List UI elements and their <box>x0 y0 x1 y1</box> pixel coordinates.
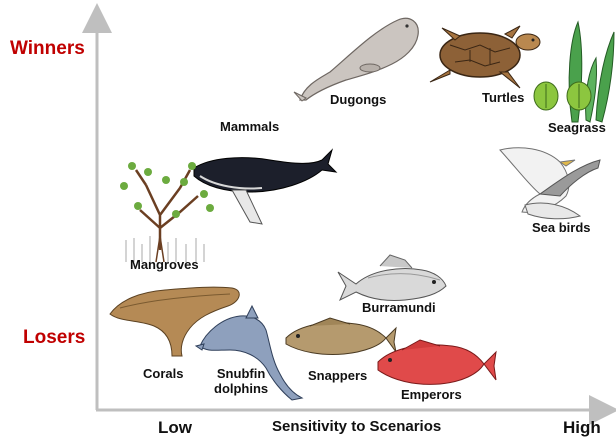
seagrass-label: Seagrass <box>548 121 606 136</box>
dugongs-label: Dugongs <box>330 93 386 108</box>
emperor-icon <box>378 340 496 384</box>
x-axis-low-label: Low <box>158 418 192 438</box>
winners-label: Winners <box>10 38 85 60</box>
snapper-icon <box>286 318 396 355</box>
snappers-label: Snappers <box>308 369 367 384</box>
losers-label: Losers <box>23 327 85 349</box>
snubfin-label-line1: Snubfin <box>214 367 268 382</box>
barramundi-icon <box>338 255 446 301</box>
seabirds-label: Sea birds <box>532 221 591 236</box>
whale-icon <box>194 150 336 224</box>
corals-label: Corals <box>143 367 183 382</box>
turtles-label: Turtles <box>482 91 524 106</box>
snubfin-dolphins-label: Snubfin dolphins <box>214 367 268 397</box>
mangroves-label: Mangroves <box>130 258 199 273</box>
snubfin-label-line2: dolphins <box>214 382 268 397</box>
dugong-icon <box>294 18 418 101</box>
x-axis-high-label: High <box>563 418 601 438</box>
turtle-icon <box>430 26 540 88</box>
x-axis-title: Sensitivity to Scenarios <box>272 418 441 435</box>
emperors-label: Emperors <box>401 388 462 403</box>
burramundi-label: Burramundi <box>362 301 436 316</box>
seabird-icon <box>500 148 600 219</box>
mammals-label: Mammals <box>220 120 279 135</box>
seagrass-icon <box>534 22 614 122</box>
